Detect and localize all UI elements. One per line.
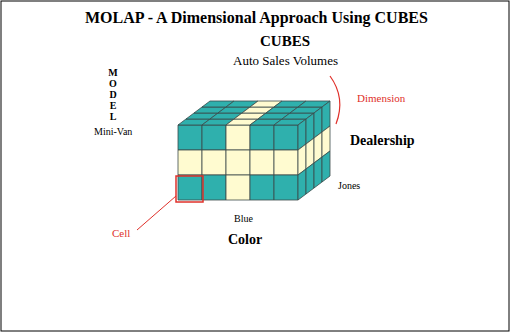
cube [178,101,330,200]
cube-cell [178,175,202,200]
cube-cell [250,150,274,175]
cube-cell [274,125,298,150]
cube-cell [250,125,274,150]
cube-cell [274,150,298,175]
cube-cell [226,150,250,175]
callout-label: Dimension [357,92,405,105]
member-label: Blue [234,213,253,225]
cube-cell [202,125,226,150]
cube-cell [178,125,202,150]
dimension-name: Dealership [350,133,415,149]
heading-label: CUBES [260,33,310,50]
cube-cell [178,150,202,175]
cube-cell [202,150,226,175]
dimension-name: MODEL [108,67,118,122]
dimension-bracket [330,76,340,124]
member-label: Mini-Van [94,126,132,138]
cube-cell [314,157,322,188]
slide-title: MOLAP - A Dimensional Approach Using CUB… [85,9,428,27]
member-label: Jones [338,180,360,192]
subtitle-label: Auto Sales Volumes [233,54,338,69]
cube-cell [226,125,250,150]
cube-cell [274,175,298,200]
cube-cell [202,175,226,200]
dimension-name: Color [228,232,262,248]
cell-marker [176,176,203,202]
cube-cell [306,163,314,194]
cell-leader [137,196,176,230]
cube-cell [226,175,250,200]
cube-cell [322,151,330,182]
cube-cell [250,175,274,200]
cube-cell [298,169,306,200]
callout-label: Cell [112,227,130,240]
